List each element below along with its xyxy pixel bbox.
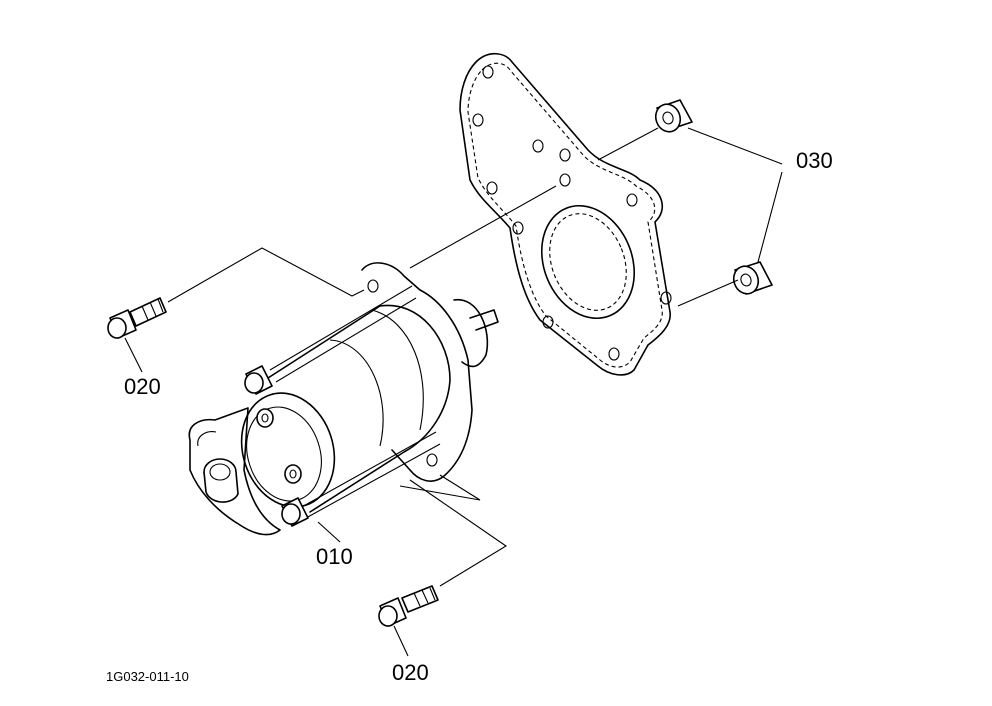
- assembly-lines: [167, 127, 739, 587]
- label-spacer: 030: [796, 148, 833, 173]
- bolt-upper: [107, 297, 167, 339]
- label-starter: 010: [316, 544, 353, 569]
- mounting-plate: [459, 52, 672, 376]
- label-bolt-upper: 020: [124, 374, 161, 399]
- starter-motor: [188, 262, 499, 536]
- spacer-upper: [654, 99, 693, 133]
- label-bolt-lower: 020: [392, 660, 429, 685]
- bolt-lower: [378, 585, 439, 627]
- figure-code: 1G032-011-10: [106, 669, 189, 684]
- leader-lines: [124, 127, 783, 657]
- spacer-lower: [732, 261, 773, 295]
